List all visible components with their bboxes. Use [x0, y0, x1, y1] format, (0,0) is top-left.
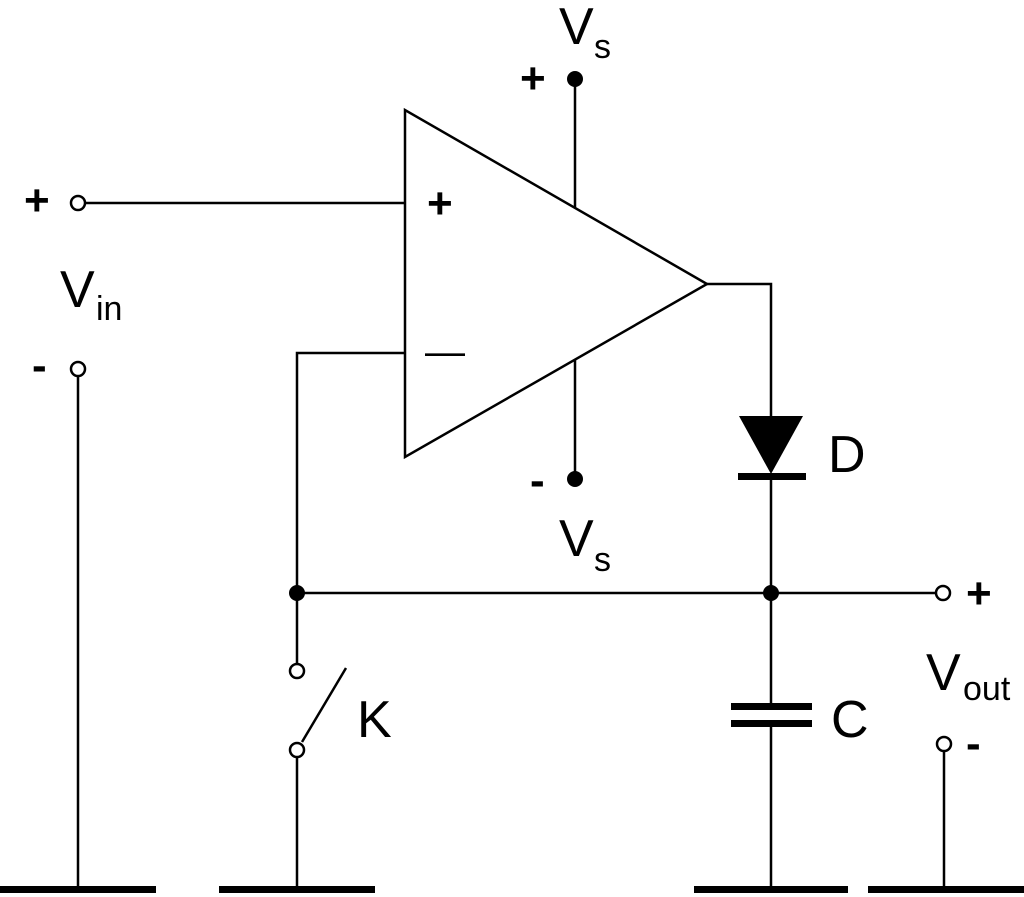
- vin-label: V: [60, 261, 95, 319]
- vout-sub: out: [963, 670, 1011, 708]
- opamp-triangle: [403, 107, 710, 460]
- supply-bottom-sub: s: [594, 541, 611, 579]
- ground-bar-cap: [694, 886, 848, 893]
- diode-bar: [738, 473, 806, 480]
- junction-right: [763, 585, 779, 601]
- vout-minus-label: -: [966, 719, 981, 768]
- supply-top-plus: +: [520, 54, 546, 103]
- ground-bar-vin: [0, 886, 156, 893]
- vout-plus-terminal: [934, 584, 952, 602]
- supply-top-sub: s: [594, 28, 611, 66]
- vout-label: V: [926, 644, 961, 702]
- supply-plus-terminal: [567, 71, 583, 87]
- capacitor-plate-bottom: [731, 720, 812, 727]
- supply-top-label: V: [559, 0, 594, 56]
- vin-minus-label: -: [32, 341, 47, 390]
- vin-plus-terminal: [69, 194, 87, 212]
- junction-left: [289, 585, 305, 601]
- switch-label: K: [357, 691, 392, 749]
- vout-minus-terminal: [935, 735, 953, 753]
- ground-bar-switch: [219, 886, 375, 893]
- vin-minus-terminal: [69, 360, 87, 378]
- diode-label: D: [828, 426, 866, 484]
- supply-bottom-label: V: [559, 510, 594, 568]
- supply-bottom-minus: -: [530, 456, 545, 505]
- capacitor-label: C: [831, 691, 869, 749]
- vin-sub: in: [96, 290, 122, 328]
- vout-plus-label: +: [966, 569, 992, 618]
- opamp-plus-sign: +: [427, 179, 453, 228]
- vin-plus-label: +: [24, 176, 50, 225]
- switch-blade: [300, 667, 348, 743]
- feedback-wire: [295, 351, 405, 593]
- output-wire: [707, 282, 773, 420]
- switch-top-contact: [288, 662, 306, 680]
- opamp-minus-sign: —: [425, 330, 465, 374]
- diode-symbol: [739, 416, 803, 474]
- supply-minus-terminal: [567, 471, 583, 487]
- ground-bar-vout: [868, 886, 1024, 893]
- switch-bottom-contact: [288, 741, 306, 759]
- capacitor-plate-top: [731, 703, 812, 710]
